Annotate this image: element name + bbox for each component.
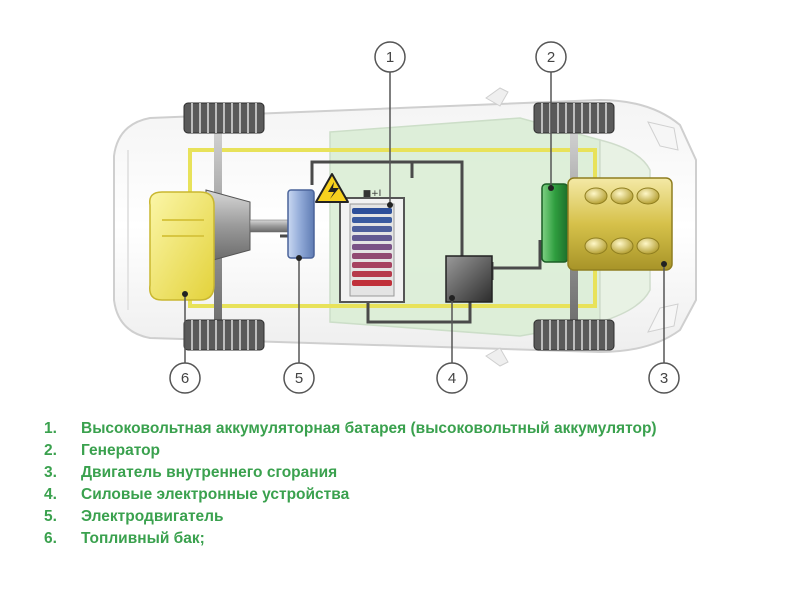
legend-text: Электродвигатель <box>81 506 744 528</box>
legend-text: Высоковольтная аккумуляторная батарея (в… <box>81 418 744 440</box>
legend-number: 4. <box>44 484 81 506</box>
legend-number: 3. <box>44 462 81 484</box>
legend-number: 2. <box>44 440 81 462</box>
generator <box>542 184 568 262</box>
component-legend: 1. Высоковольтная аккумуляторная батарея… <box>44 418 744 550</box>
svg-text:2: 2 <box>547 49 555 66</box>
fuel-tank <box>150 192 214 300</box>
battery-terminals-label: ■+I <box>363 189 382 199</box>
legend-text: Силовые электронные устройства <box>81 484 744 506</box>
wheel-rear-top <box>184 103 264 133</box>
power-electronics <box>446 256 492 302</box>
callout-6: 6 <box>170 363 200 393</box>
legend-text: Генератор <box>81 440 744 462</box>
legend-item: 4. Силовые электронные устройства <box>44 484 744 506</box>
svg-text:1: 1 <box>386 49 394 66</box>
callout-5: 5 <box>284 363 314 393</box>
legend-text: Двигатель внутреннего сгорания <box>81 462 744 484</box>
legend-item: 3. Двигатель внутреннего сгорания <box>44 462 744 484</box>
legend-item: 5. Электродвигатель <box>44 506 744 528</box>
svg-text:5: 5 <box>295 370 303 387</box>
svg-text:3: 3 <box>660 370 668 387</box>
hv-battery: ■+I <box>340 189 404 302</box>
callout-2: 2 <box>536 42 566 72</box>
legend-number: 6. <box>44 528 81 550</box>
wheel-rear-bottom <box>184 320 264 350</box>
hybrid-car-diagram: ■+I 1 2 <box>0 0 800 410</box>
wheel-front-bottom <box>534 320 614 350</box>
svg-text:4: 4 <box>448 370 456 387</box>
combustion-engine <box>568 178 672 270</box>
legend-text: Топливный бак; <box>81 528 744 550</box>
legend-number: 1. <box>44 418 81 440</box>
legend-item: 6. Топливный бак; <box>44 528 744 550</box>
svg-text:6: 6 <box>181 370 189 387</box>
legend-item: 1. Высоковольтная аккумуляторная батарея… <box>44 418 744 440</box>
electric-motor <box>288 190 314 258</box>
legend-number: 5. <box>44 506 81 528</box>
battery-cells <box>352 208 392 286</box>
wheel-front-top <box>534 103 614 133</box>
legend-item: 2. Генератор <box>44 440 744 462</box>
callout-4: 4 <box>437 363 467 393</box>
callout-1: 1 <box>375 42 405 72</box>
callout-3: 3 <box>649 363 679 393</box>
